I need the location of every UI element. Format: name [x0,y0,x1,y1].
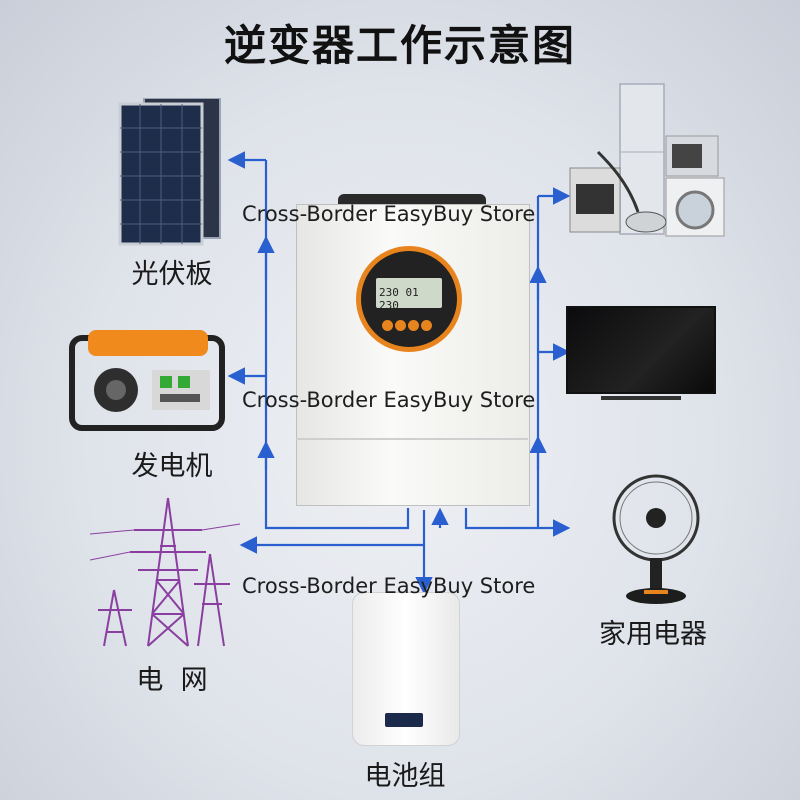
solar-panel-image [118,97,222,246]
tv-screen [566,306,716,394]
watermark-text: Cross-Border EasyBuy Store [242,574,536,598]
fan-image [604,472,708,606]
tv-image [566,306,716,404]
watermark-text: Cross-Border EasyBuy Store [242,388,536,412]
generator-image [68,324,228,434]
power-pylon-image [89,494,241,652]
appliances-label: 家用电器 [599,619,707,650]
grid-label: 电 网 [136,665,208,696]
right-bus-line [464,196,540,530]
inverter-buttons [382,316,442,331]
home-appliances-image [568,82,728,238]
solar-label: 光伏板 [131,259,213,290]
battery-pack-image [352,592,460,746]
battery-display [385,713,423,727]
inverter-unit: 230 01 230 [296,194,530,506]
generator-label: 发电机 [131,451,213,482]
battery-label: 电池组 [364,761,446,792]
inverter-lcd-text: 230 01 230 [379,286,419,312]
left-bus-line [264,160,410,530]
inverter-divider [296,438,528,440]
inverter-lcd: 230 01 230 [376,278,442,312]
watermark-text: Cross-Border EasyBuy Store [242,202,536,226]
diagram-title: 逆变器工作示意图 [223,21,576,70]
inverter-mount-bracket [338,194,486,206]
tv-stand [601,396,681,400]
